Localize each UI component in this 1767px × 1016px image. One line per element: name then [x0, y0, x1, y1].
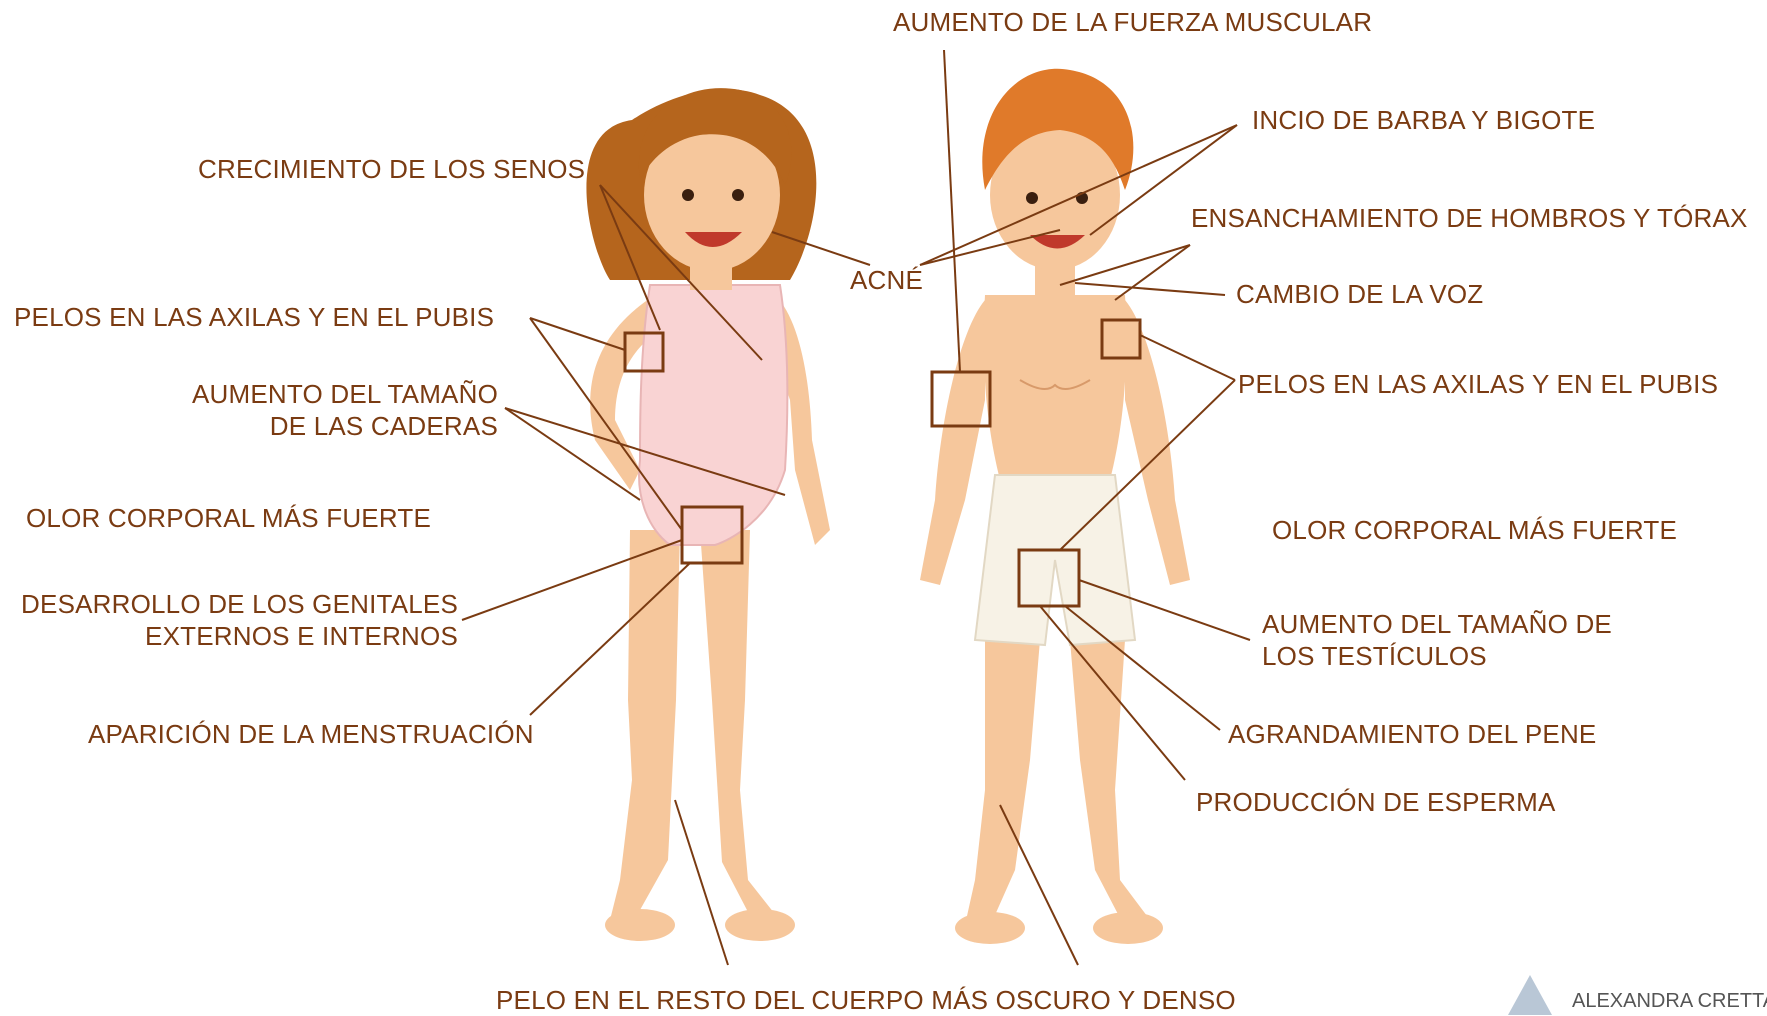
label-olor-girl: OLOR CORPORAL MÁS FUERTE — [26, 502, 431, 534]
boy-left-arm — [920, 300, 985, 585]
label-pelos-boy: PELOS EN LAS AXILAS Y EN EL PUBIS — [1238, 368, 1718, 400]
girl-left-leg — [610, 530, 680, 920]
label-barba-bigote: INCIO DE BARBA Y BIGOTE — [1252, 104, 1595, 136]
label-acne: ACNÉ — [850, 264, 923, 296]
label-genitales: DESARROLLO DE LOS GENITALES EXTERNOS E I… — [6, 588, 458, 652]
label-fuerza-muscular: AUMENTO DE LA FUERZA MUSCULAR — [893, 6, 1372, 38]
label-genitales-line1: DESARROLLO DE LOS GENITALES — [6, 588, 458, 620]
label-cambio-voz: CAMBIO DE LA VOZ — [1236, 278, 1483, 310]
logo-mark-icon — [1508, 975, 1552, 1015]
logo-name: ALEXANDRA CRETTAZ — [1572, 990, 1767, 1013]
label-esperma: PRODUCCIÓN DE ESPERMA — [1196, 786, 1556, 818]
label-olor-boy: OLOR CORPORAL MÁS FUERTE — [1272, 514, 1677, 546]
label-caderas-line1: AUMENTO DEL TAMAÑO — [140, 378, 498, 410]
label-crecimiento-senos: CRECIMIENTO DE LOS SENOS — [198, 153, 585, 185]
girl-figure — [586, 88, 830, 941]
label-testiculos: AUMENTO DEL TAMAÑO DE LOS TESTÍCULOS — [1262, 608, 1612, 672]
label-hombros-torax: ENSANCHAMIENTO DE HOMBROS Y TÓRAX — [1191, 202, 1748, 234]
label-pelos-girl: PELOS EN LAS AXILAS Y EN EL PUBIS — [14, 301, 494, 333]
boy-torso — [984, 295, 1127, 480]
label-testiculos-line2: LOS TESTÍCULOS — [1262, 640, 1612, 672]
label-testiculos-line1: AUMENTO DEL TAMAÑO DE — [1262, 608, 1612, 640]
boy-left-leg — [965, 640, 1040, 925]
label-genitales-line2: EXTERNOS E INTERNOS — [6, 620, 458, 652]
boy-right-leg — [1070, 640, 1150, 920]
boy-figure — [920, 69, 1190, 944]
label-pelo-cuerpo: PELO EN EL RESTO DEL CUERPO MÁS OSCURO Y… — [496, 984, 1236, 1016]
girl-right-leg — [700, 530, 778, 918]
leader-lines — [462, 50, 1250, 965]
label-caderas-line2: DE LAS CADERAS — [140, 410, 498, 442]
label-caderas: AUMENTO DEL TAMAÑO DE LAS CADERAS — [140, 378, 498, 442]
label-menstruacion: APARICIÓN DE LA MENSTRUACIÓN — [88, 718, 534, 750]
label-pene: AGRANDAMIENTO DEL PENE — [1228, 718, 1596, 750]
